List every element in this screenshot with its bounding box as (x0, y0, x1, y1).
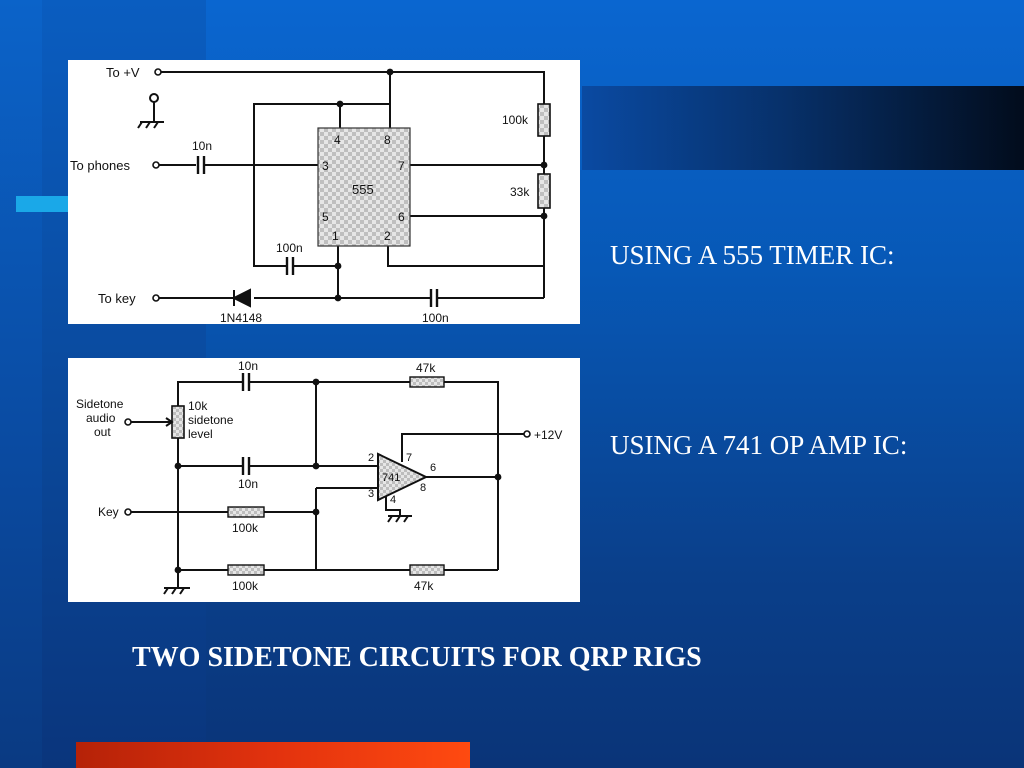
opamp-741-symbol (377, 452, 429, 502)
pot-label-line2: sidetone (188, 413, 234, 427)
phones-label: To phones (70, 158, 130, 173)
res-bottom-left-label: 100k (232, 579, 259, 593)
cap-mid-label: 10n (238, 477, 258, 491)
schematic-555-panel: To +V To phones To key 555 4 8 3 7 5 6 1… (68, 60, 580, 324)
pin-7: 7 (398, 159, 405, 173)
out-label-line3: out (94, 425, 111, 439)
cap-key-label: 100n (422, 311, 449, 324)
pin-3: 3 (368, 488, 374, 500)
out-label-line1: Sidetone (76, 397, 124, 411)
pin-7: 7 (406, 452, 412, 464)
pin-4: 4 (334, 133, 341, 147)
cap-phones-label: 10n (192, 139, 212, 153)
pin-3: 3 (322, 159, 329, 173)
decorative-cyan-bar (16, 196, 70, 212)
cap-timing-label: 100n (276, 241, 303, 255)
decorative-orange-bar (76, 742, 470, 768)
schematic-741: Sidetone audio out 10k sidetone level +1… (76, 359, 562, 595)
label-741-opamp: USING A 741 OP AMP IC: (610, 430, 908, 460)
ic-label: 555 (352, 182, 374, 197)
out-label-line2: audio (86, 411, 116, 425)
resistor-33k-label: 33k (510, 185, 530, 199)
schematic-555: To +V To phones To key 555 4 8 3 7 5 6 1… (70, 65, 551, 324)
pin-8: 8 (420, 482, 426, 494)
supply-label: +12V (534, 428, 562, 442)
key-label: To key (98, 291, 136, 306)
cap-top-label: 10n (238, 359, 258, 373)
pin-2: 2 (368, 452, 374, 464)
pin-8: 8 (384, 133, 391, 147)
pin-6: 6 (398, 210, 405, 224)
key-label: Key (98, 505, 119, 519)
decorative-dark-bar (582, 86, 1024, 170)
ic-label: 741 (382, 472, 400, 484)
resistor-100k-label: 100k (502, 113, 529, 127)
supply-label: To +V (106, 65, 140, 80)
ic-555-body (317, 127, 411, 247)
decorative-left-band (0, 0, 42, 768)
pin-6: 6 (430, 462, 436, 474)
label-555-timer: USING A 555 TIMER IC: (610, 240, 895, 270)
pin-5: 5 (322, 210, 329, 224)
schematic-741-panel: Sidetone audio out 10k sidetone level +1… (68, 358, 580, 602)
res-top-label: 47k (416, 361, 436, 375)
pin-4: 4 (390, 494, 396, 506)
slide-caption: TWO SIDETONE CIRCUITS FOR QRP RIGS (132, 642, 702, 673)
pot-label-line3: level (188, 427, 213, 441)
res-key-label: 100k (232, 521, 259, 535)
pot-label-line1: 10k (188, 399, 208, 413)
pin-2: 2 (384, 229, 391, 243)
res-bottom-right-label: 47k (414, 579, 434, 593)
pin-1: 1 (332, 229, 339, 243)
diode-label: 1N4148 (220, 311, 262, 324)
